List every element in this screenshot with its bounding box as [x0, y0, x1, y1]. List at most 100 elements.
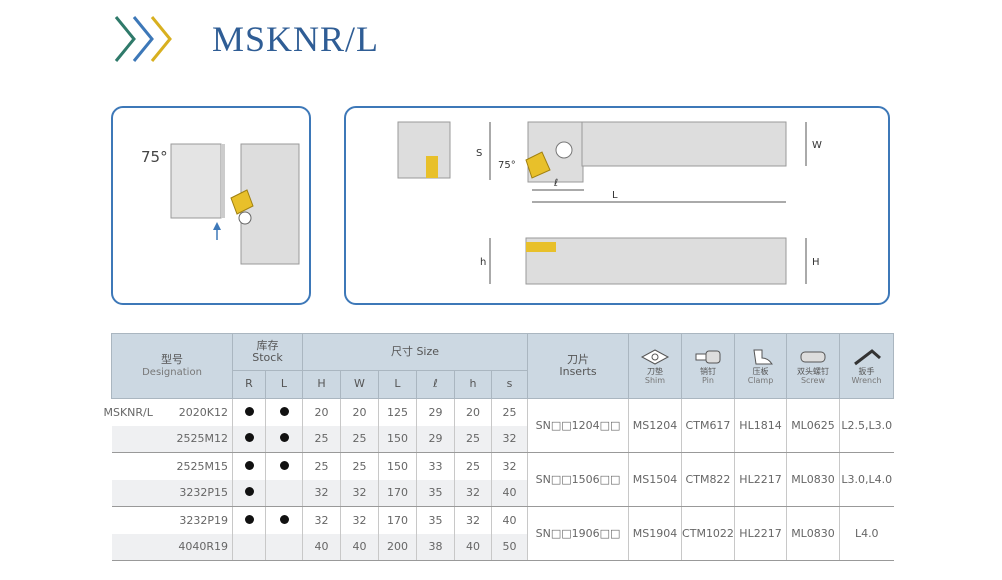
stock-L-cell — [265, 398, 303, 426]
dim-l-small: ℓ — [554, 178, 558, 189]
dim-H: H — [812, 257, 820, 268]
stock-R-cell — [232, 479, 266, 507]
size-h-cell: 40 — [454, 533, 492, 561]
shim-icon — [640, 349, 670, 365]
in-stock-dot — [244, 433, 254, 443]
stock-R-cell — [232, 533, 266, 561]
size-Ln-cell: 200 — [378, 533, 417, 561]
stock-R-cell — [232, 506, 266, 534]
size-l-cell: 33 — [416, 452, 455, 480]
size-H-cell: 25 — [302, 452, 341, 480]
screw-cell: ML0830 — [786, 452, 840, 507]
size-W-cell: 32 — [340, 479, 379, 507]
in-stock-dot — [244, 460, 254, 470]
insert-cell: SN□□1906□□ — [527, 506, 629, 561]
col-W: W — [340, 370, 379, 399]
stock-L-cell — [265, 506, 303, 534]
insert-cell: SN□□1506□□ — [527, 452, 629, 507]
size-W-cell: 25 — [340, 425, 379, 453]
size-Ln-cell: 170 — [378, 506, 417, 534]
clamp-cell: HL2217 — [734, 506, 787, 561]
size-W-cell: 32 — [340, 506, 379, 534]
col-L: L — [378, 370, 417, 399]
stock-L-cell — [265, 425, 303, 453]
shim-cell: MS1204 — [628, 398, 682, 453]
wrench-cell: L3.0,L4.0 — [839, 452, 894, 507]
size-W-cell: 25 — [340, 452, 379, 480]
stock-R-cell — [232, 398, 266, 426]
designation-cell: 2525M15 — [176, 459, 228, 473]
clamp-cell: HL2217 — [734, 452, 787, 507]
pin-icon — [695, 350, 721, 364]
size-W-cell: 20 — [340, 398, 379, 426]
designation-cell: 2525M12 — [111, 425, 233, 453]
insert-cell: SN□□1204□□ — [527, 398, 629, 453]
in-stock-dot — [279, 514, 289, 524]
approach-angle-diagram: 75° — [111, 106, 311, 305]
stock-R-cell — [232, 425, 266, 453]
size-Ln-cell: 150 — [378, 452, 417, 480]
size-s-cell: 25 — [491, 398, 528, 426]
size-l-cell: 35 — [416, 506, 455, 534]
designation-cell: 4040R19 — [111, 533, 233, 561]
wrench-icon — [853, 349, 881, 366]
designation-prefix: MSKNR/L — [103, 405, 153, 419]
shim-cell: MS1904 — [628, 506, 682, 561]
designation-cell: 3232P15 — [111, 479, 233, 507]
angle-label: 75° — [141, 148, 168, 166]
tool-dimension-diagram: S 75° W ℓ L h H — [344, 106, 890, 305]
size-h-cell: 32 — [454, 506, 492, 534]
dim-angle: 75° — [498, 160, 516, 171]
screw-icon — [800, 351, 826, 363]
size-l-cell: 35 — [416, 479, 455, 507]
size-l-cell: 29 — [416, 398, 455, 426]
size-s-cell: 32 — [491, 452, 528, 480]
size-l-cell: 29 — [416, 425, 455, 453]
wrench-cell: L4.0 — [839, 506, 894, 561]
size-Ln-cell: 170 — [378, 479, 417, 507]
screw-cell: ML0625 — [786, 398, 840, 453]
dim-h: h — [480, 257, 486, 268]
clamp-icon — [752, 349, 773, 365]
wrench-cell: L2.5,L3.0 — [839, 398, 894, 453]
col-R: R — [232, 370, 266, 399]
stock-L-cell — [265, 533, 303, 561]
dim-s: S — [476, 148, 482, 159]
size-H-cell: 20 — [302, 398, 341, 426]
size-h-cell: 32 — [454, 479, 492, 507]
size-Ln-cell: 150 — [378, 425, 417, 453]
col-H: H — [302, 370, 341, 399]
col-h: h — [454, 370, 492, 399]
dim-l-big: L — [612, 190, 618, 201]
dim-w: W — [812, 140, 822, 151]
size-Ln-cell: 125 — [378, 398, 417, 426]
in-stock-dot — [279, 406, 289, 416]
size-s-cell: 40 — [491, 479, 528, 507]
stock-L-cell — [265, 452, 303, 480]
in-stock-dot — [244, 406, 254, 416]
in-stock-dot — [244, 487, 254, 497]
size-h-cell: 25 — [454, 425, 492, 453]
size-header: 尺寸 Size — [302, 333, 528, 371]
size-H-cell: 25 — [302, 425, 341, 453]
chevron-logo-icon — [114, 16, 172, 62]
in-stock-dot — [279, 460, 289, 470]
size-s-cell: 32 — [491, 425, 528, 453]
stock-R-cell — [232, 452, 266, 480]
size-W-cell: 40 — [340, 533, 379, 561]
screw-cell: ML0830 — [786, 506, 840, 561]
designation-cell: 3232P19 — [179, 513, 228, 527]
